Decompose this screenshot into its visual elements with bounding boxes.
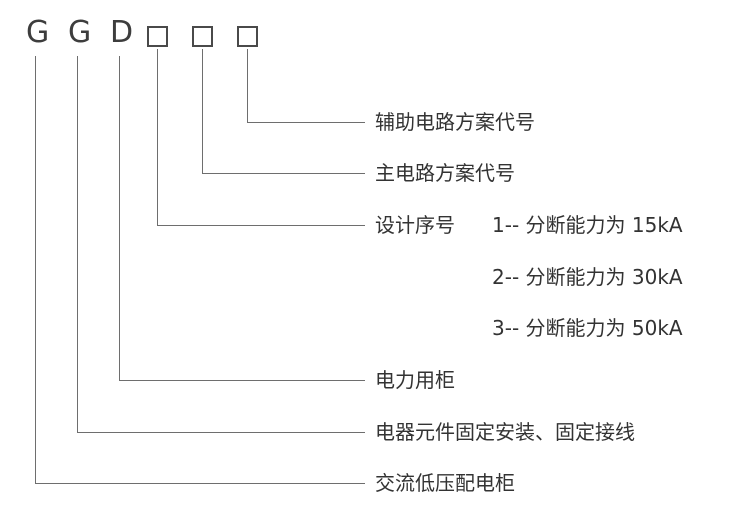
leader-hline-aux-circuit	[247, 122, 365, 123]
label-design-option-2: 2-- 分断能力为 30kA	[492, 265, 683, 289]
label-ac-low-voltage: 交流低压配电柜	[375, 471, 515, 495]
code-letter-3: D	[110, 15, 134, 50]
code-letter-1: G	[26, 15, 50, 50]
leader-vline-main-circuit	[202, 49, 203, 173]
leader-hline-ac-low-voltage	[35, 483, 365, 484]
code-box-main-circuit	[192, 26, 213, 47]
leader-hline-design-serial	[157, 225, 365, 226]
leader-vline-fixed-wiring	[77, 56, 78, 432]
leader-vline-design-serial	[157, 49, 158, 225]
leader-vline-power-cabinet	[119, 56, 120, 380]
code-box-aux-circuit	[237, 26, 258, 47]
leader-vline-aux-circuit	[247, 49, 248, 122]
label-fixed-wiring: 电器元件固定安装、固定接线	[375, 420, 635, 444]
leader-hline-power-cabinet	[119, 380, 365, 381]
leader-hline-main-circuit	[202, 173, 365, 174]
label-aux-circuit: 辅助电路方案代号	[375, 110, 535, 134]
code-letter-2: G	[68, 15, 92, 50]
label-power-cabinet: 电力用柜	[375, 368, 455, 392]
label-design-option-3: 3-- 分断能力为 50kA	[492, 316, 683, 340]
code-box-design-serial	[147, 26, 168, 47]
leader-vline-ac-low-voltage	[35, 56, 36, 483]
label-design-option-1: 1-- 分断能力为 15kA	[492, 213, 683, 237]
label-design-serial-title: 设计序号	[375, 213, 455, 237]
label-main-circuit: 主电路方案代号	[375, 161, 515, 185]
leader-hline-fixed-wiring	[77, 432, 365, 433]
